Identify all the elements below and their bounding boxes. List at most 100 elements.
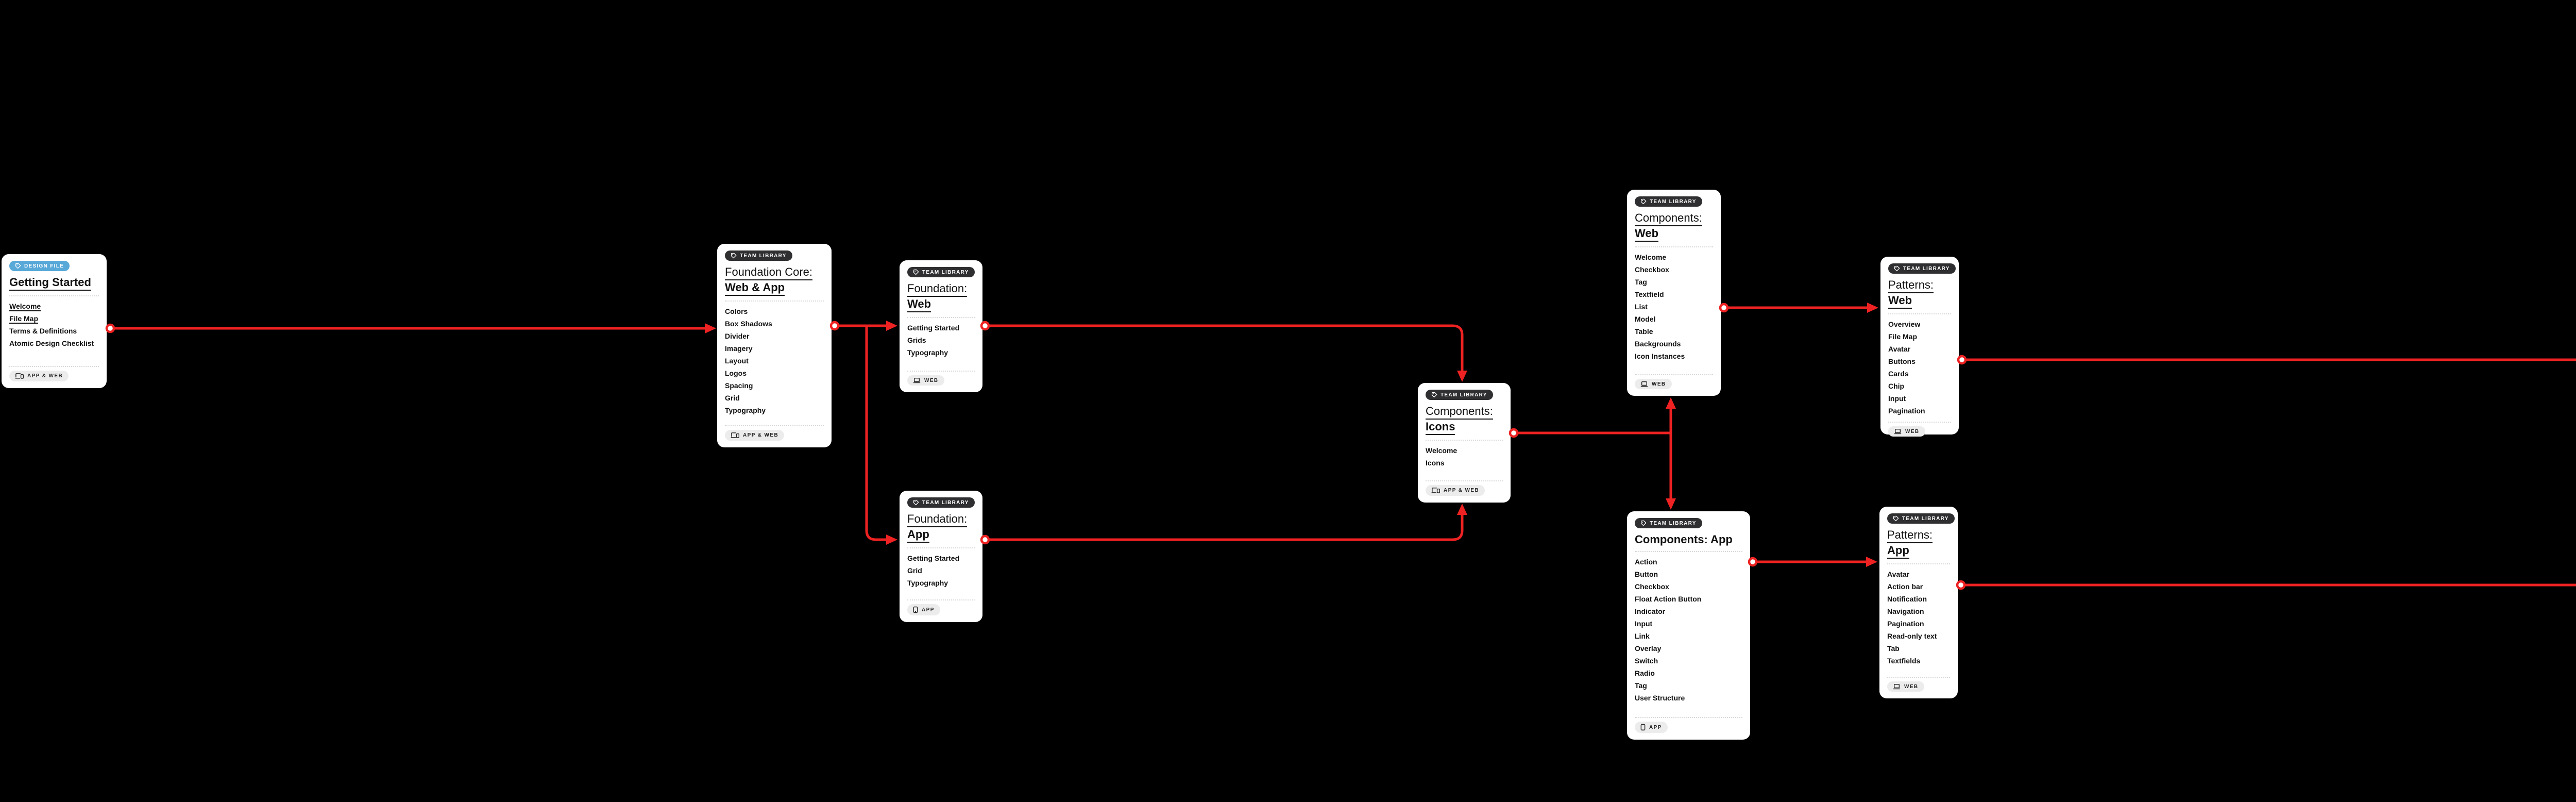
library-badge-label: TEAM LIBRARY [922, 269, 969, 275]
platform-badge: WEB [1635, 379, 1672, 389]
phone-icon [1640, 724, 1646, 731]
dotted-divider [1888, 313, 1951, 314]
dotted-divider [1426, 440, 1503, 441]
dotted-divider [907, 371, 975, 372]
page-list-item: Imagery [725, 344, 753, 353]
platform-label: WEB [1905, 428, 1920, 435]
tag-icon [913, 269, 919, 275]
card-title: Foundation:Web [907, 281, 975, 312]
platform-badge: APP [907, 604, 940, 615]
page-list-item: List [1635, 303, 1648, 311]
card-title-line: Web [1635, 226, 1659, 242]
dotted-divider [1635, 374, 1713, 375]
page-list-item: Divider [725, 332, 750, 340]
card-title: Foundation:App [907, 512, 975, 543]
page-list-item: Radio [1635, 669, 1655, 677]
arrowhead [1457, 371, 1467, 382]
library-badge-label: TEAM LIBRARY [1902, 515, 1949, 522]
dotted-divider [725, 425, 824, 426]
laptop-phone-icon [15, 373, 24, 379]
page-list-item: Box Shadows [725, 320, 772, 328]
card-title-line: Web [1888, 293, 1912, 309]
team-library-badge: TEAM LIBRARY [725, 250, 792, 261]
team-library-badge: TEAM LIBRARY [1888, 263, 1956, 274]
page-list-item: Model [1635, 315, 1656, 323]
library-badge-label: TEAM LIBRARY [1440, 392, 1487, 398]
connector-foundation-app-to-components-icons [985, 514, 1464, 541]
page-list-item: Welcome [1426, 446, 1458, 455]
page-list-item: Read-only text [1887, 632, 1937, 640]
platform-label: APP & WEB [27, 373, 63, 379]
connector-foundation-web-to-components-icons [985, 324, 1464, 372]
connector-endpoint [829, 321, 840, 331]
card-footer: WEB [1888, 417, 1951, 437]
team-library-badge: TEAM LIBRARY [1635, 196, 1702, 207]
page-list-item: Indicator [1635, 607, 1666, 615]
page-list-item: Checkbox [1635, 582, 1669, 591]
page-list-item: Cards [1888, 370, 1909, 378]
page-list-item: Avatar [1887, 570, 1910, 578]
dotted-divider [907, 599, 975, 600]
card-title: Foundation Core:Web & App [725, 265, 824, 296]
library-badge-label: TEAM LIBRARY [1650, 520, 1697, 526]
card-title: Components: App [1635, 532, 1742, 546]
page-list-item: Typography [907, 579, 948, 587]
arrowhead [886, 321, 897, 331]
library-badge-label: TEAM LIBRARY [922, 499, 969, 506]
platform-label: APP [1649, 724, 1662, 730]
page-list-item: Layout [725, 357, 749, 365]
dotted-divider [725, 300, 824, 302]
card-title: Patterns:App [1887, 528, 1950, 559]
card-title-line: App [907, 527, 929, 543]
tag-icon [913, 499, 919, 506]
page-list-item: Typography [725, 406, 766, 414]
dotted-divider [1635, 551, 1742, 552]
page-list-item: Table [1635, 327, 1653, 336]
page-list-item: File Map [9, 314, 39, 323]
page-list-item: Overlay [1635, 644, 1662, 653]
team-library-badge: TEAM LIBRARY [1426, 390, 1493, 400]
platform-badge: APP & WEB [9, 371, 69, 381]
card-title-line: Components: [1426, 404, 1493, 420]
page-list-item: Backgrounds [1635, 340, 1681, 348]
page-list-item: Navigation [1887, 607, 1924, 615]
platform-badge: WEB [1887, 681, 1924, 692]
page-list-item: File Map [1888, 332, 1918, 341]
page-list-item: Icon Instances [1635, 352, 1685, 360]
card-footer: APP & WEB [1426, 476, 1503, 496]
library-badge-label: TEAM LIBRARY [1903, 265, 1950, 272]
arrowhead [1866, 557, 1877, 567]
connector-endpoint [980, 321, 990, 331]
page-list-item: Pagination [1887, 620, 1924, 628]
connector-endpoint [1956, 580, 1966, 590]
connector-endpoint [105, 323, 115, 333]
laptop-phone-icon [731, 432, 739, 439]
platform-label: WEB [1904, 683, 1919, 690]
library-badge-label: TEAM LIBRARY [740, 253, 787, 259]
platform-badge: WEB [907, 375, 944, 386]
platform-label: WEB [924, 377, 939, 383]
dotted-divider [1635, 717, 1742, 718]
page-list-item: User Structure [1635, 694, 1685, 702]
page-list-item: Input [1888, 394, 1906, 403]
page-list-item: Atomic Design Checklist [9, 339, 94, 347]
laptop-phone-icon [1431, 487, 1440, 494]
page-list-item: Grid [725, 394, 740, 402]
card-title-line: Foundation Core: [725, 265, 812, 280]
page-list-item: Welcome [1635, 253, 1667, 261]
card-footer: APP & WEB [9, 361, 99, 382]
platform-label: APP [922, 607, 935, 613]
